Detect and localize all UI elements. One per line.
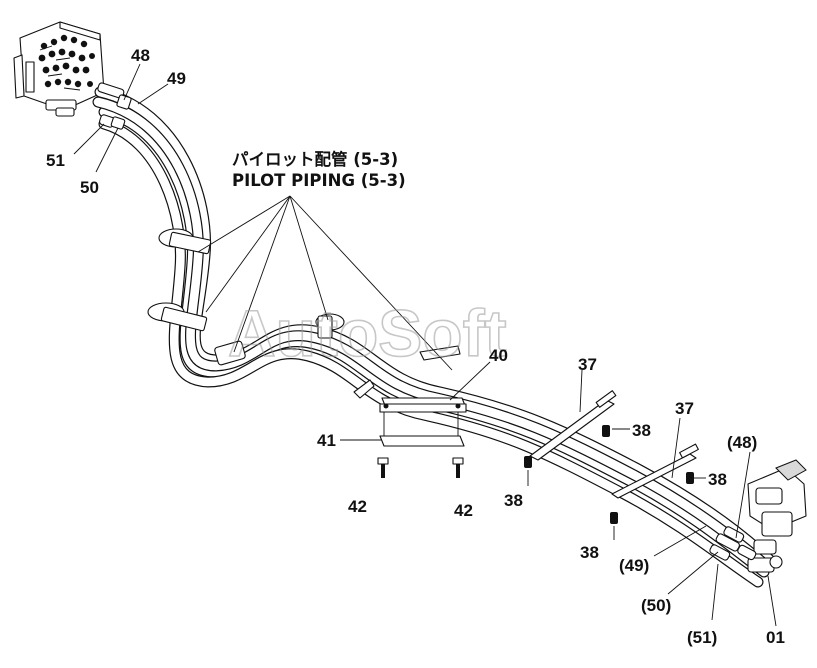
label-51-paren: (51) [687,628,717,647]
note-english: PILOT PIPING (5-3) [232,171,406,190]
label-42-right: 42 [454,501,473,520]
bolt-38-c [686,472,694,484]
label-48-paren: (48) [727,433,757,452]
label-40: 40 [489,346,508,365]
label-38-d: 38 [580,543,599,562]
label-37-lower: 37 [675,399,694,418]
bolt-42-left [377,457,389,478]
label-38-c: 38 [708,470,727,489]
pipe-clamp-middle [315,313,345,339]
label-38-b: 38 [504,491,523,510]
note-japanese: パイロット配管 (5-3) [232,149,398,169]
bolt-38-a [602,425,610,437]
bolt-42-right [452,457,464,478]
label-38-a: 38 [632,421,651,440]
bracket-40 [353,345,467,413]
label-51: 51 [46,151,65,170]
label-37-upper: 37 [578,355,597,374]
bolt-38-d [610,512,618,524]
label-48: 48 [131,46,150,65]
pilot-valve-assembly [709,459,807,573]
label-49-paren: (49) [619,556,649,575]
valve-hose-fittings [97,82,132,130]
bolt-38-b [524,456,532,468]
support-bracket-37-lower [611,443,699,499]
support-bracket-37-upper [529,390,617,461]
label-50: 50 [80,178,99,197]
control-valve-block [13,21,105,117]
leader-lines [73,63,777,627]
label-01: 01 [766,628,785,647]
watermark: AutoSoft [228,296,507,370]
label-49: 49 [167,69,186,88]
plate-41 [379,412,465,447]
pipe-clamp-upper [158,228,212,255]
label-42-left: 42 [348,497,367,516]
pipe-clamp-lower [147,302,246,366]
label-50-paren: (50) [641,596,671,615]
label-41: 41 [317,431,336,450]
